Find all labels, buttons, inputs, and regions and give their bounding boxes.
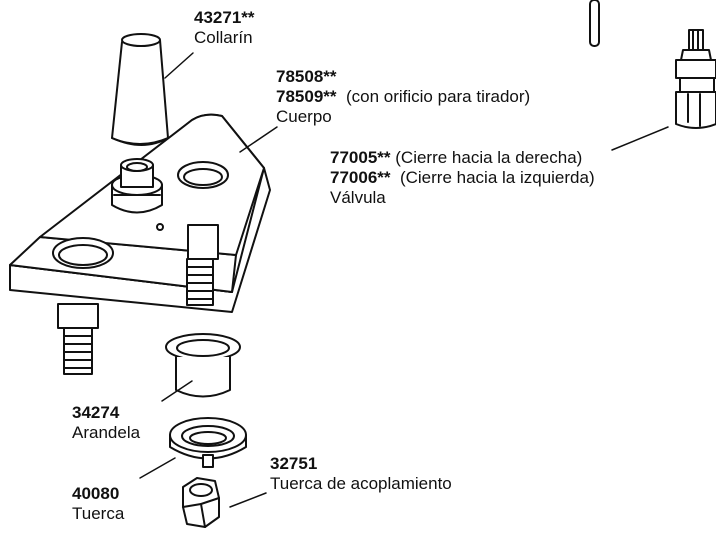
label-coupling: 32751 Tuerca de acoplamiento	[270, 454, 452, 494]
label-body: 78508** 78509** (con orificio para tirad…	[276, 67, 530, 127]
part-name-washer: Arandela	[72, 423, 141, 442]
part-name-body: Cuerpo	[276, 107, 332, 126]
faucet-body	[9, 113, 271, 375]
valve-cartridge	[675, 29, 716, 129]
note-body-b: (con orificio para tirador)	[345, 87, 531, 106]
part-number-coupling: 32751	[270, 454, 318, 473]
part-number-valve-a: 77005**	[330, 148, 391, 167]
washer-part	[165, 333, 241, 398]
label-valve: 77005** (Cierre hacia la derecha) 77006*…	[330, 148, 595, 208]
label-nut: 40080 Tuerca	[72, 484, 124, 524]
label-washer: 34274 Arandela	[72, 403, 140, 443]
part-number-valve-b: 77006**	[330, 168, 391, 187]
stem-rod	[589, 0, 600, 47]
part-number-body-b: 78509**	[276, 87, 337, 106]
part-number-nut: 40080	[72, 484, 120, 503]
part-number-washer: 34274	[72, 403, 120, 422]
collar-part	[111, 33, 169, 146]
leader-lines	[139, 52, 669, 508]
part-number-collar: 43271**	[194, 8, 255, 27]
label-collar: 43271** Collarín	[194, 8, 255, 48]
part-name-nut: Tuerca	[72, 504, 125, 523]
part-name-valve: Válvula	[330, 188, 386, 207]
note-valve-b: (Cierre hacia la izquierda)	[399, 168, 595, 187]
part-number-body-a: 78508**	[276, 67, 337, 86]
part-name-collar: Collarín	[194, 28, 253, 47]
nut-part	[169, 417, 247, 468]
coupling-nut-part	[182, 477, 220, 528]
part-name-coupling: Tuerca de acoplamiento	[270, 474, 452, 493]
note-valve-a: (Cierre hacia la derecha)	[395, 148, 583, 167]
